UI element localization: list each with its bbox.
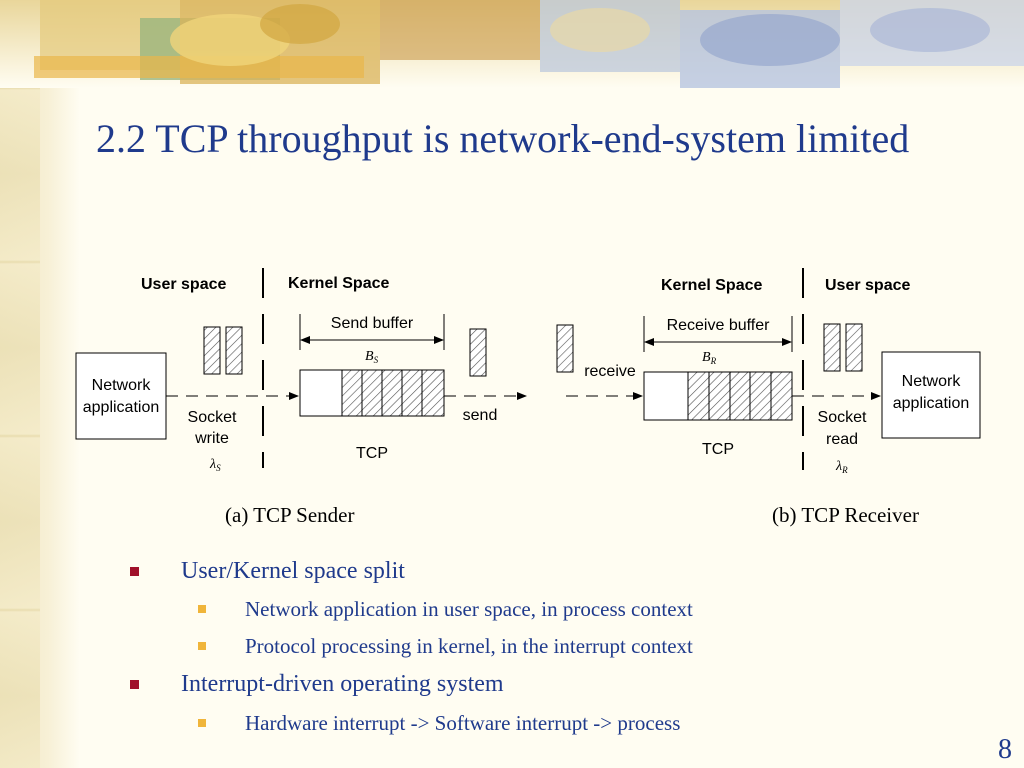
receiver-caption: (b) TCP Receiver bbox=[772, 503, 919, 527]
slide-title: 2.2 TCP throughput is network-end-system… bbox=[96, 116, 910, 161]
left-border-tiles bbox=[0, 0, 40, 768]
send-buffer-slot-dividers bbox=[361, 370, 423, 416]
send-buffer-label: Send buffer bbox=[331, 315, 414, 332]
receiver-user-packet bbox=[823, 323, 841, 372]
receive-buffer-label: Receive buffer bbox=[667, 317, 771, 334]
sub-bullet-text: Protocol processing in kernel, in the in… bbox=[245, 634, 693, 658]
bullet-text: Interrupt-driven operating system bbox=[181, 671, 504, 697]
sender-user-space-label: User space bbox=[141, 276, 226, 293]
page-number: 8 bbox=[998, 734, 1012, 765]
receiver-socket-label-2: read bbox=[826, 431, 858, 448]
sender-user-packet bbox=[203, 326, 221, 375]
receiver-socket-label-1: Socket bbox=[818, 409, 867, 426]
sender-outgoing-packet bbox=[469, 328, 487, 377]
tcp-buffer-diagram: User space Kernel Space Network applicat… bbox=[75, 268, 981, 475]
sender-kernel-space-label: Kernel Space bbox=[288, 275, 389, 292]
receiver-user-space-label: User space bbox=[825, 277, 910, 294]
square-sub-bullet-icon bbox=[198, 605, 206, 613]
send-buffer-symbol: BS bbox=[365, 349, 379, 365]
sender-tcp-label: TCP bbox=[356, 445, 388, 462]
sender-socket-label-2: write bbox=[194, 430, 229, 447]
receive-buffer-slot-dividers bbox=[708, 372, 772, 420]
receiver-network-application-box bbox=[881, 351, 981, 439]
send-buffer-filled bbox=[341, 369, 445, 417]
sub-bullet-text: Network application in user space, in pr… bbox=[245, 597, 693, 621]
square-sub-bullet-icon bbox=[198, 642, 206, 650]
tcp-sender-diagram: User space Kernel Space Network applicat… bbox=[75, 268, 527, 473]
leaf-banner-decoration bbox=[0, 0, 1024, 88]
receiver-lambda-symbol: λR bbox=[835, 459, 848, 475]
send-buffer-free-space bbox=[299, 369, 343, 417]
sender-network-application-box bbox=[75, 352, 167, 440]
sender-user-packet bbox=[225, 326, 243, 375]
receive-buffer-free-space bbox=[643, 371, 689, 421]
receiver-network-application-label-2: application bbox=[893, 395, 970, 412]
receiver-network-application-label-1: Network bbox=[902, 373, 962, 390]
square-sub-bullet-icon bbox=[198, 719, 206, 727]
sender-lambda-symbol: λS bbox=[209, 457, 221, 473]
square-bullet-icon bbox=[130, 567, 139, 576]
receive-buffer-filled bbox=[687, 371, 793, 421]
tcp-receiver-diagram: Kernel Space User space receive Receive … bbox=[556, 268, 981, 475]
receiver-kernel-space-label: Kernel Space bbox=[661, 277, 762, 294]
receive-buffer-symbol: BR bbox=[702, 350, 717, 366]
receiver-incoming-packet bbox=[556, 324, 574, 373]
sender-network-application-label-2: application bbox=[83, 399, 160, 416]
receiver-user-packet bbox=[845, 323, 863, 372]
bullet-text: User/Kernel space split bbox=[181, 558, 405, 584]
square-bullet-icon bbox=[130, 680, 139, 689]
sender-network-application-label-1: Network bbox=[92, 377, 152, 394]
sender-socket-label-1: Socket bbox=[188, 409, 237, 426]
sender-send-label: send bbox=[463, 407, 498, 424]
sender-caption: (a) TCP Sender bbox=[225, 503, 355, 527]
receiver-tcp-label: TCP bbox=[702, 441, 734, 458]
sub-bullet-text: Hardware interrupt -> Software interrupt… bbox=[245, 711, 681, 735]
receiver-receive-label: receive bbox=[584, 363, 636, 380]
